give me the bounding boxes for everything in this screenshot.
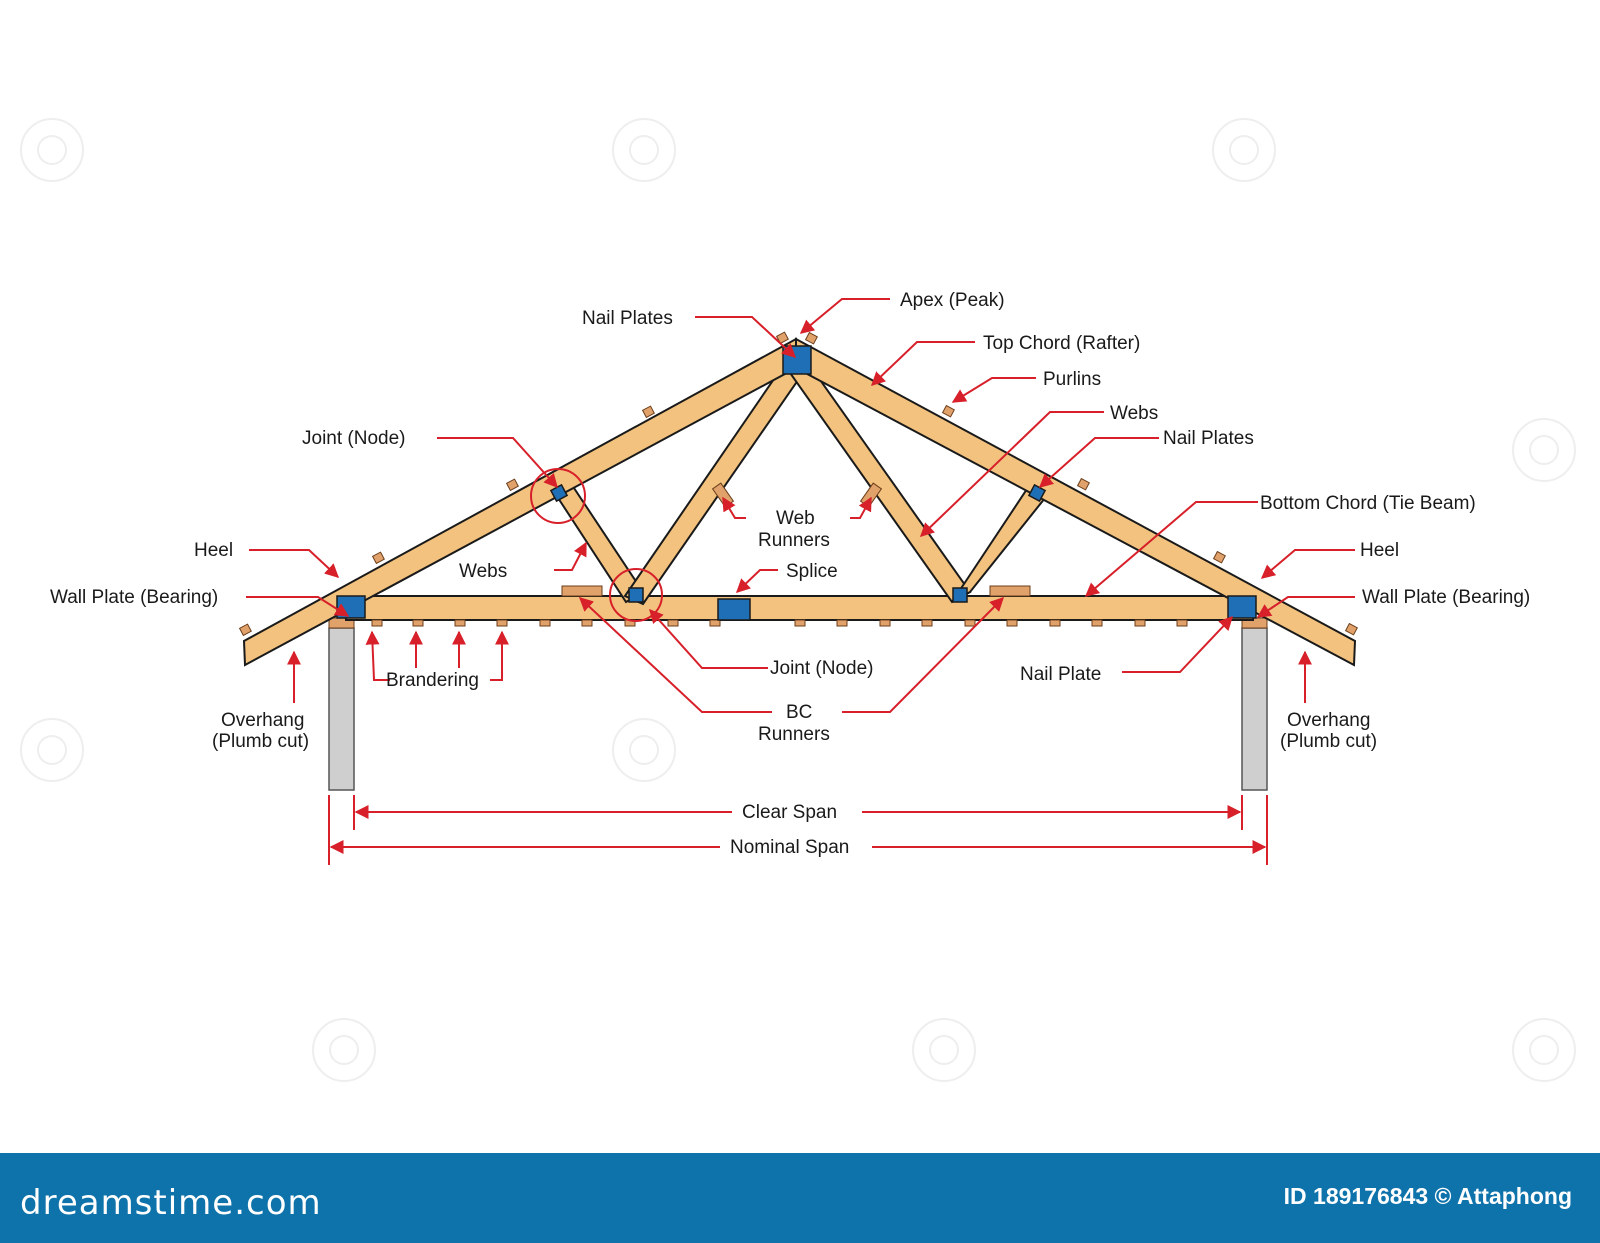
- label-bottom-chord: Bottom Chord (Tie Beam): [1260, 493, 1476, 514]
- label-nominal-span: Nominal Span: [730, 837, 849, 858]
- label-brandering: Brandering: [386, 670, 479, 691]
- watermark-swirl-icon: [912, 1018, 976, 1082]
- nail-plate-left-heel: [336, 595, 366, 619]
- label-overhang-right-1: Overhang: [1287, 710, 1370, 731]
- watermark-swirl-icon: [612, 118, 676, 182]
- brandering-strips: [371, 619, 1188, 627]
- purlins-left: [238, 331, 789, 637]
- label-joint-node-bottom: Joint (Node): [770, 658, 874, 679]
- label-nail-plate: Nail Plate: [1020, 664, 1101, 685]
- label-overhang-left-1: Overhang: [221, 710, 304, 731]
- joint-ring-bottom: [609, 568, 663, 622]
- label-webs-left: Webs: [459, 561, 507, 582]
- roof-truss-diagram: Apex (Peak) Nail Plates Top Chord (Rafte…: [50, 290, 1530, 865]
- nail-plate-splice: [717, 598, 751, 621]
- watermark-swirl-icon: [1512, 418, 1576, 482]
- watermark-swirl-icon: [20, 718, 84, 782]
- nail-plate-right-bottom-joint: [952, 587, 968, 603]
- label-web-runners-1: Web: [776, 508, 815, 529]
- label-overhang-right-2: (Plumb cut): [1280, 731, 1377, 752]
- watermark-swirl-icon: [20, 118, 84, 182]
- bc-runner-right: [989, 585, 1031, 597]
- purlins-right: [804, 331, 1358, 636]
- nail-plate-left-bottom-joint: [628, 587, 644, 603]
- label-wall-plate-left: Wall Plate (Bearing): [50, 587, 218, 608]
- web-right-outer: [951, 481, 1051, 603]
- right-wall-support: [1241, 627, 1268, 791]
- watermark-swirl-icon: [1512, 1018, 1576, 1082]
- label-nail-plates-top: Nail Plates: [582, 308, 673, 329]
- watermark-swirl-icon: [1212, 118, 1276, 182]
- watermark-swirl-icon: [312, 1018, 376, 1082]
- label-webs-right: Webs: [1110, 403, 1158, 424]
- label-bc-runners-1: BC: [786, 702, 812, 723]
- label-heel-left: Heel: [194, 540, 233, 561]
- label-web-runners-2: Runners: [758, 530, 830, 551]
- label-top-chord: Top Chord (Rafter): [983, 333, 1140, 354]
- leader-lines: [246, 298, 1355, 713]
- label-apex: Apex (Peak): [900, 290, 1005, 311]
- label-bc-runners-2: Runners: [758, 724, 830, 745]
- bc-runner-left: [561, 585, 603, 597]
- label-heel-right: Heel: [1360, 540, 1399, 561]
- stock-id-credit: ID 189176843 © Attaphong: [1283, 1183, 1572, 1209]
- stock-footer-bar: dreamstime.com ID 189176843 © Attaphong: [0, 1153, 1600, 1243]
- nail-plate-right-heel: [1227, 595, 1257, 619]
- brand-logo[interactable]: dreamstime.com: [20, 1183, 322, 1223]
- left-wall-support: [328, 627, 355, 791]
- dimension-lines: [328, 795, 1268, 865]
- bottom-chord: [345, 595, 1254, 621]
- label-splice: Splice: [786, 561, 838, 582]
- label-wall-plate-right: Wall Plate (Bearing): [1362, 587, 1530, 608]
- label-overhang-left-2: (Plumb cut): [212, 731, 309, 752]
- label-nail-plates-right: Nail Plates: [1163, 428, 1254, 449]
- label-purlins: Purlins: [1043, 369, 1101, 390]
- joint-ring-top: [530, 468, 586, 524]
- watermark-swirl-icon: [612, 718, 676, 782]
- label-joint-node-top: Joint (Node): [302, 428, 406, 449]
- label-clear-span: Clear Span: [742, 802, 837, 823]
